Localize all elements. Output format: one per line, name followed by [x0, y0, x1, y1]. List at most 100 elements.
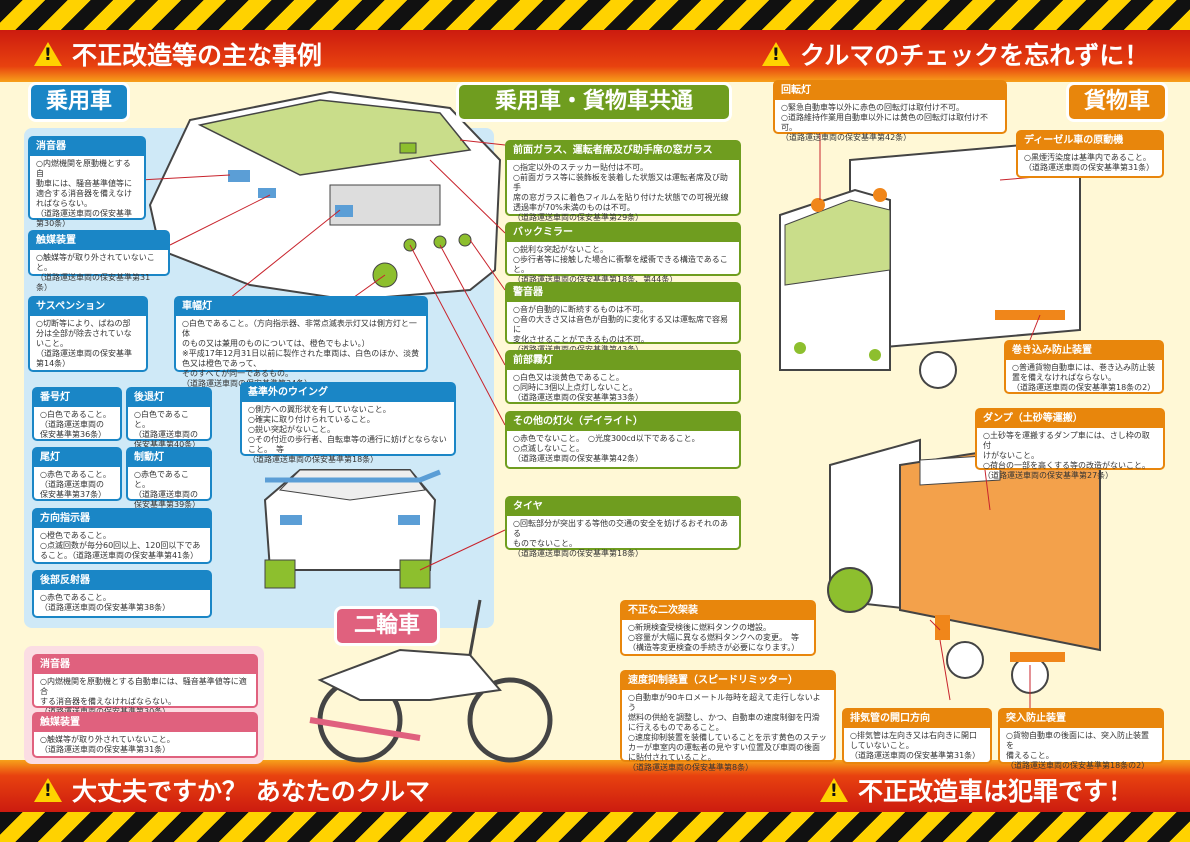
- info-box-tire: タイヤ○回転部分が突出する等他の交通の安全を妨げるおそれのある ものでないこと。…: [505, 496, 741, 558]
- info-box-diesel-engine: ディーゼル車の原動機 ○黒煙汚染度は基準内であること。 （道路運送車両の保安基準第…: [1016, 130, 1164, 178]
- banner-bottom-right: !不正改造車は犯罪です！: [820, 777, 1133, 807]
- info-box-title: 触媒装置: [34, 714, 256, 732]
- info-box-title: 速度抑制装置（スピードリミッター）: [622, 672, 834, 690]
- banner-top-right: !クルマのチェックを忘れずに！: [762, 41, 1149, 71]
- rear-car-illustration: [263, 469, 441, 589]
- category-motorcycle: 二輪車: [334, 606, 440, 646]
- info-box-rear-reflector: 後部反射器 ○赤色であること。 （道路運送車両の保安基準第38条）: [32, 570, 212, 618]
- info-box-moto-catalyst: 触媒装置 ○触媒等が取り外されていないこと。 （道路運送車両の保安基準第31条）: [32, 712, 258, 758]
- info-box-body: ○鋭利な突起がないこと。 ○歩行者等に接触した場合に衝撃を緩衝できる構造であるこ…: [513, 245, 728, 284]
- info-box-title: サスペンション: [30, 298, 146, 316]
- dump-truck-illustration: [827, 438, 1101, 694]
- info-box-rotating-lamp: 回転灯 ○緊急自動車等以外に赤色の回転灯は取付け不可。 ○道路維持作業用自動車以外…: [773, 80, 1007, 142]
- info-box-body: ○普通貨物自動車には、巻き込み防止装 置を備えなければならない。 （道路運送車両…: [1012, 363, 1156, 392]
- warning-icon: !: [34, 778, 62, 802]
- info-box-title: 番号灯: [34, 389, 120, 407]
- info-box-wing: 基準外のウイング ○側方への翼形状を有していないこと。 ○確実に取り付けられている…: [240, 382, 456, 464]
- info-box-body: ○緊急自動車等以外に赤色の回転灯は取付け不可。 ○道路維持作業用自動車以外には黄…: [781, 103, 988, 142]
- motorcycle-illustration: [309, 599, 553, 763]
- info-box-body: ○新規検査受検後に燃料タンクの増設。 ○容量が大幅に異なる燃料タンクへの変更。 …: [628, 623, 800, 652]
- info-box-title: 触媒装置: [30, 232, 168, 250]
- warning-icon: !: [762, 42, 790, 66]
- info-box-muffler: 消音器○内燃機関を原動機とする自 動車には、騒音基準値等に 適合する消音器を備え…: [28, 136, 146, 228]
- info-box-title: 不正な二次架装: [622, 602, 814, 620]
- category-common: 乗用車・貨物車共通: [456, 82, 732, 122]
- info-box-title: 方向指示器: [34, 510, 210, 528]
- info-box-turn-signal: 方向指示器 ○橙色であること。 ○点滅回数が毎分60回以上、120回以下であること…: [32, 508, 212, 564]
- info-box-body: ○側方への翼形状を有していないこと。 ○確実に取り付けられていること。 ○鋭い突…: [248, 405, 447, 464]
- banner-bottom-left: !大丈夫ですか？ あなたのクルマ: [34, 777, 430, 807]
- bottom-banner: [0, 760, 1190, 812]
- info-box-body: ○赤色であること。 （道路運送車両の 保安基準第37条）: [40, 470, 111, 499]
- info-box-body: ○白色又は淡黄色であること。 ○同時に3個以上点灯しないこと。 （道路運送車両の…: [513, 373, 644, 402]
- leader-lines: [139, 125, 1061, 720]
- info-box-title: ディーゼル車の原動機: [1018, 132, 1162, 150]
- info-box-title: 尾灯: [34, 449, 120, 467]
- info-box-title: その他の灯火（デイライト）: [507, 413, 739, 431]
- info-box-horn: 警音器 ○音が自動的に断続するものは不可。 ○音の大きさ又は音色が自動的に変化する…: [505, 282, 741, 354]
- info-box-mirror: バックミラー ○鋭利な突起がないこと。 ○歩行者等に接触した場合に衝撃を緩衝できる…: [505, 222, 741, 284]
- warning-icon: !: [34, 42, 62, 66]
- info-box-secondary-body: 不正な二次架装 ○新規検査受検後に燃料タンクの増設。 ○容量が大幅に異なる燃料タン…: [620, 600, 816, 656]
- info-box-body: ○貨物自動車の後面には、突入防止装置を 備えること。 （道路運送車両の保安基準第…: [1006, 731, 1150, 770]
- top-banner: [0, 30, 1190, 82]
- info-box-title: 消音器: [30, 138, 144, 156]
- info-box-title: 消音器: [34, 656, 256, 674]
- info-box-moto-muffler: 消音器 ○内燃機関を原動機とする自動車には、騒音基準値等に適合 する消音器を備えな…: [32, 654, 258, 716]
- info-box-body: ○白色であること。 （道路運送車両の 保安基準第36条）: [40, 410, 111, 439]
- warning-icon: !: [820, 778, 848, 802]
- info-box-body: ○切断等により、ばねの部 分は全部が除去されていな いこと。 （道路運送車両の保…: [36, 319, 132, 368]
- info-box-body: ○赤色であること。 （道路運送車両の 保安基準第39条）: [134, 470, 201, 509]
- info-box-width-lamp: 車幅灯○白色であること。（方向指示器、非常点滅表示灯又は側方灯と一体 のもの又は…: [174, 296, 428, 388]
- info-box-suspension: サスペンション ○切断等により、ばねの部 分は全部が除去されていな いこと。 （道…: [28, 296, 148, 372]
- info-box-body: ○排気管は左向き又は右向きに開口 していないこと。 （道路運送車両の保安基準第3…: [850, 731, 981, 760]
- info-box-title: 排気管の開口方向: [844, 710, 990, 728]
- info-box-title: タイヤ: [507, 498, 739, 516]
- info-box-title: 車幅灯: [176, 298, 426, 316]
- truck-illustration: [779, 138, 1081, 389]
- info-box-window-glass: 前面ガラス、運転者席及び助手席の窓ガラス ○指定以外のステッカー貼付は不可。 ○前…: [505, 140, 741, 222]
- info-box-body: ○白色であること。 （道路運送車両の 保安基準第40条）: [134, 410, 201, 449]
- category-passenger: 乗用車: [28, 82, 130, 122]
- info-box-title: 後退灯: [128, 389, 210, 407]
- info-box-title: 前面ガラス、運転者席及び助手席の窓ガラス: [507, 142, 739, 160]
- info-box-dump: ダンプ（土砂等運搬） ○土砂等を運搬するダンプ車には、さし枠の取付 けがないこと。…: [975, 408, 1165, 480]
- info-box-title: 巻き込み防止装置: [1006, 342, 1162, 360]
- info-box-catalyst: 触媒装置 ○触媒等が取り外されていないこと。 （道路運送車両の保安基準第31条）: [28, 230, 170, 292]
- hazard-stripes-top: [0, 0, 1190, 30]
- info-box-license-lamp: 番号灯 ○白色であること。 （道路運送車両の 保安基準第36条）: [32, 387, 122, 441]
- info-box-title: 前部霧灯: [507, 352, 739, 370]
- info-box-tail-lamp: 尾灯 ○赤色であること。 （道路運送車両の 保安基準第37条）: [32, 447, 122, 501]
- info-box-body: ○赤色であること。 （道路運送車両の保安基準第38条）: [40, 593, 171, 612]
- info-box-backup-lamp: 後退灯 ○白色であること。 （道路運送車両の 保安基準第40条）: [126, 387, 212, 449]
- info-box-underrun: 突入防止装置 ○貨物自動車の後面には、突入防止装置を 備えること。 （道路運送車両…: [998, 708, 1164, 770]
- info-box-title: 突入防止装置: [1000, 710, 1162, 728]
- passenger-car-illustration: [148, 90, 502, 302]
- info-box-body: ○赤色でないこと。 ○光度300cd以下であること。 ○点滅しないこと。 （道路…: [513, 434, 700, 463]
- info-box-body: ○指定以外のステッカー貼付は不可。 ○前面ガラス等に装飾板を装着した状態又は運転…: [513, 163, 729, 222]
- info-box-title: 制動灯: [128, 449, 210, 467]
- info-box-exhaust: 排気管の開口方向 ○排気管は左向き又は右向きに開口 していないこと。 （道路運送車…: [842, 708, 992, 764]
- info-box-brake-lamp: 制動灯 ○赤色であること。 （道路運送車両の 保安基準第39条）: [126, 447, 212, 509]
- info-box-body: ○触媒等が取り外されていないこと。 （道路運送車両の保安基準第31条）: [40, 735, 175, 754]
- info-box-body: ○土砂等を運搬するダンプ車には、さし枠の取付 けがないこと。 ○荷台の一部を高く…: [983, 431, 1150, 480]
- info-box-body: ○音が自動的に断続するものは不可。 ○音の大きさ又は音色が自動的に変化する又は運…: [513, 305, 728, 354]
- info-box-body: ○橙色であること。 ○点滅回数が毎分60回以上、120回以下であること。（道路運…: [40, 531, 201, 560]
- category-truck: 貨物車: [1066, 82, 1168, 122]
- info-box-title: 後部反射器: [34, 572, 210, 590]
- info-box-title: 回転灯: [775, 82, 1005, 100]
- info-box-title: ダンプ（土砂等運搬）: [977, 410, 1163, 428]
- info-box-side-guard: 巻き込み防止装置 ○普通貨物自動車には、巻き込み防止装 置を備えなければならない。…: [1004, 340, 1164, 394]
- info-box-title: バックミラー: [507, 224, 739, 242]
- info-box-body: ○黒煙汚染度は基準内であること。 （道路運送車両の保安基準第31条）: [1024, 153, 1155, 172]
- info-box-body: ○触媒等が取り外されていないこと。 （道路運送車両の保安基準第31条）: [36, 253, 155, 292]
- info-box-body: ○自動車が90キロメートル毎時を超えて走行しないよう 燃料の供給を調整し、かつ、…: [628, 693, 827, 772]
- info-box-daylight: その他の灯火（デイライト） ○赤色でないこと。 ○光度300cd以下であること。 …: [505, 411, 741, 469]
- hazard-stripes-bottom: [0, 812, 1190, 842]
- info-box-title: 警音器: [507, 284, 739, 302]
- info-box-title: 基準外のウイング: [242, 384, 454, 402]
- info-box-fog-lamp: 前部霧灯 ○白色又は淡黄色であること。 ○同時に3個以上点灯しないこと。 （道路運…: [505, 350, 741, 404]
- info-box-speed-limiter: 速度抑制装置（スピードリミッター） ○自動車が90キロメートル毎時を超えて走行しな…: [620, 670, 836, 772]
- info-box-body: ○内燃機関を原動機とする自動車には、騒音基準値等に適合 する消音器を備えなければ…: [40, 677, 247, 716]
